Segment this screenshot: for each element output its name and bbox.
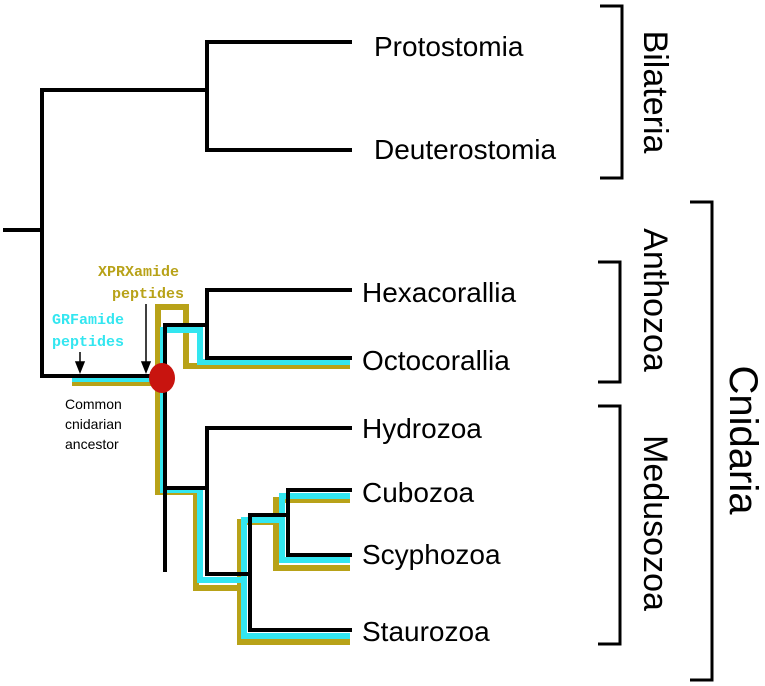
medusozoa-bracket	[598, 404, 622, 646]
taxon-staurozoa: Staurozoa	[362, 616, 490, 647]
tree-branches	[3, 40, 352, 632]
grfamide-label-line1: GRFamide	[52, 312, 124, 329]
ancestor-label-line3: ancestor	[65, 436, 119, 452]
xprxamide-label-line2: peptides	[112, 286, 184, 303]
taxon-hydrozoa: Hydrozoa	[362, 413, 482, 444]
clade-bilateria: Bilateria	[636, 31, 674, 154]
common-cnidarian-ancestor-node	[149, 363, 175, 393]
taxon-deuterostomia: Deuterostomia	[374, 134, 557, 165]
clade-medusozoa: Medusozoa	[636, 435, 674, 611]
taxon-octocorallia: Octocorallia	[362, 345, 510, 376]
clade-cnidaria: Cnidaria	[721, 366, 765, 516]
clade-brackets	[598, 4, 714, 682]
anthozoa-bracket	[598, 260, 622, 384]
ancestor-label-line2: cnidarian	[65, 416, 122, 432]
grfamide-label-line2: peptides	[52, 334, 124, 351]
taxon-cubozoa: Cubozoa	[362, 477, 475, 508]
cnidaria-bracket	[690, 200, 714, 682]
clade-anthozoa: Anthozoa	[636, 228, 674, 372]
ancestor-label-line1: Common	[65, 396, 122, 412]
taxon-scyphozoa: Scyphozoa	[362, 539, 501, 570]
bilateria-bracket	[600, 4, 624, 180]
taxon-hexacorallia: Hexacorallia	[362, 277, 516, 308]
peptide-arrows	[74, 304, 152, 375]
taxon-protostomia: Protostomia	[374, 31, 524, 62]
xprxamide-label-line1: XPRXamide	[98, 264, 179, 281]
